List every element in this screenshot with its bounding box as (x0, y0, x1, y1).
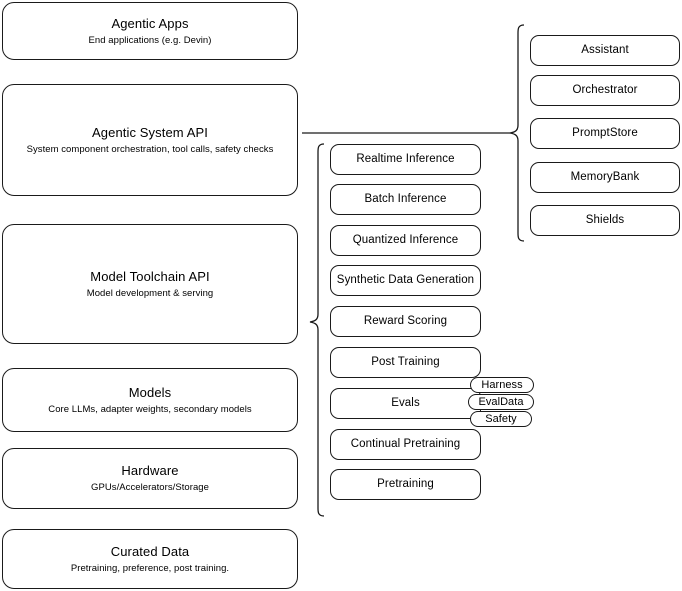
system-item-memorybank[interactable]: MemoryBank (530, 162, 680, 193)
system-item-promptstore[interactable]: PromptStore (530, 118, 680, 149)
toolchain-item-label: Synthetic Data Generation (336, 274, 475, 286)
toolchain-item-label: Pretraining (377, 478, 434, 490)
layer-subtitle: GPUs/Accelerators/Storage (91, 482, 209, 493)
toolchain-item-reward-scoring[interactable]: Reward Scoring (330, 306, 481, 337)
toolchain-item-label: Reward Scoring (363, 315, 448, 327)
system-item-label: Assistant (581, 44, 629, 56)
toolchain-item-label: Post Training (371, 356, 440, 368)
layer-subtitle: System component orchestration, tool cal… (26, 143, 274, 155)
system-item-label: MemoryBank (570, 171, 640, 183)
layer-subtitle: Model development & serving (86, 287, 214, 299)
layer-subtitle: Pretraining, preference, post training. (70, 562, 230, 574)
layer-title: Agentic Apps (111, 15, 189, 31)
evals-badge-label: EvalData (478, 395, 524, 408)
evals-badge-safety[interactable]: Safety (470, 411, 532, 427)
system-item-shields[interactable]: Shields (530, 205, 680, 236)
toolchain-item-label: Continual Pretraining (350, 438, 461, 450)
system-item-label: PromptStore (572, 127, 638, 139)
system-item-label: Orchestrator (572, 84, 638, 96)
toolchain-item-synthetic-data-generation[interactable]: Synthetic Data Generation (330, 265, 481, 296)
toolchain-item-batch-inference[interactable]: Batch Inference (330, 184, 481, 215)
layer-title: Model Toolchain API (90, 268, 210, 284)
toolchain-item-evals[interactable]: Evals (330, 388, 481, 419)
layer-title: Hardware (121, 463, 179, 478)
toolchain-item-label: Realtime Inference (356, 153, 455, 165)
system-item-label: Shields (585, 214, 625, 226)
toolchain-item-quantized-inference[interactable]: Quantized Inference (330, 225, 481, 256)
evals-badge-label: Safety (485, 412, 517, 425)
brace-middle-column (309, 143, 325, 517)
system-item-assistant[interactable]: Assistant (530, 35, 680, 66)
toolchain-item-continual-pretraining[interactable]: Continual Pretraining (330, 429, 481, 460)
layer-agentic-system-api[interactable]: Agentic System API System component orch… (2, 84, 298, 196)
layer-title: Models (128, 384, 172, 400)
layer-title: Agentic System API (92, 124, 208, 140)
layer-hardware[interactable]: Hardware GPUs/Accelerators/Storage (2, 448, 298, 509)
brace-right-column (509, 24, 525, 242)
toolchain-item-pretraining[interactable]: Pretraining (330, 469, 481, 500)
layer-title: Curated Data (110, 543, 190, 559)
toolchain-item-label: Quantized Inference (352, 234, 459, 246)
layer-curated-data[interactable]: Curated Data Pretraining, preference, po… (2, 529, 298, 589)
toolchain-item-label: Evals (391, 397, 420, 409)
toolchain-item-label: Batch Inference (364, 193, 447, 205)
evals-badge-harness[interactable]: Harness (470, 377, 534, 393)
toolchain-item-post-training[interactable]: Post Training (330, 347, 481, 378)
layer-models[interactable]: Models Core LLMs, adapter weights, secon… (2, 368, 298, 432)
layer-subtitle: Core LLMs, adapter weights, secondary mo… (48, 403, 252, 415)
layer-subtitle: End applications (e.g. Devin) (88, 34, 212, 46)
evals-badge-label: Harness (481, 378, 523, 391)
system-item-orchestrator[interactable]: Orchestrator (530, 75, 680, 106)
layer-model-toolchain-api[interactable]: Model Toolchain API Model development & … (2, 224, 298, 344)
evals-badge-evaldata[interactable]: EvalData (468, 394, 534, 410)
toolchain-item-realtime-inference[interactable]: Realtime Inference (330, 144, 481, 175)
layer-agentic-apps[interactable]: Agentic Apps End applications (e.g. Devi… (2, 2, 298, 60)
